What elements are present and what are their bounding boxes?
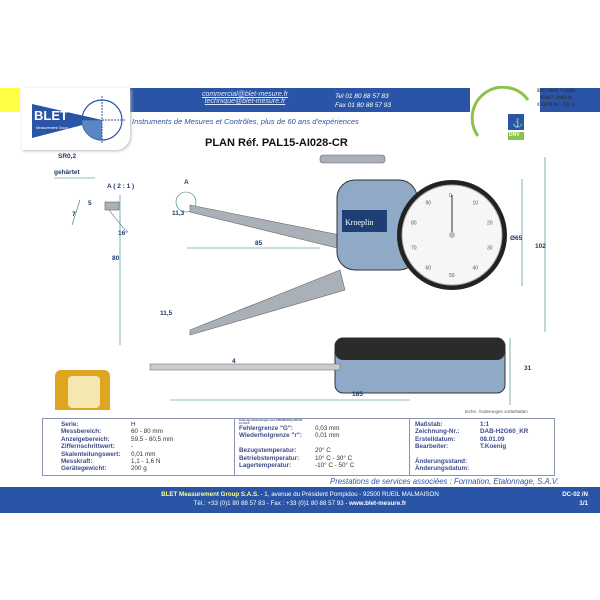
dial-number: 90 [425,201,431,207]
tolerance-value: 20° C [315,447,331,455]
dial-number: 30 [487,245,493,251]
tolerance-value: -10° C - 50° C [315,462,355,470]
tolerance-label: Betriebstemperatur: [239,454,300,462]
services-text: Prestations de services associées : Form… [330,477,559,486]
spec-label: Serie: [61,421,79,428]
spec-label: Skalenteilungswert: [61,450,121,458]
spec-value: 59,5 - 80,5 mm [131,435,174,443]
tolerance-value: 10° C - 30° C [315,454,353,462]
dim-4: 4 [232,358,236,365]
spec-label: Ziffernschrittwert: [61,443,115,451]
dim-85: 85 [255,240,263,247]
dim-102: 102 [535,243,546,250]
header-band: commercial@blet-mesure.fr technique@blet… [130,88,470,112]
page-number: 1/1 [579,499,588,507]
drawing-info-label [415,451,469,458]
angle-label: 16° [118,229,128,237]
tagline: Instruments de Mesures et Contrôles, plu… [132,117,359,126]
drawing-info-value: 1:1 [480,421,490,428]
yellow-accent [0,88,20,112]
detail-ref-label: A [184,179,189,186]
drawing-info-label: Erstelldatum: [415,435,456,443]
email-commercial-link[interactable]: commercial@blet-mesure.fr [201,91,289,98]
footer-website-link[interactable]: www.blet-mesure.fr [349,499,407,507]
technical-drawing: Kroeplin 90 0 10 20 30 40 50 60 70 80 SR0,2 gehär… [54,153,546,410]
tip-insert-3d-icon [55,370,110,410]
dim-185: 185 [352,391,363,398]
iso-line: COFRAC-QUA [537,102,575,108]
drawing-info-value: 08.01.09 [480,435,505,443]
detail-label: A ( 2 : 1 ) [107,183,134,190]
footer-company: BLET Measurement Group S.A.S. [161,491,259,498]
iso-line: 41667-2000-fr [539,95,573,101]
tolerance-value: 0,03 mm [315,425,340,432]
dial-number: 40 [473,265,479,271]
spec-value: 60 - 80 mm [131,428,163,436]
logo-graphic-icon [32,96,126,144]
change-note: techn. Änderungen vorbehalten [465,409,528,414]
spec-label: Gerätegewicht: [61,465,107,473]
drawing-info-value: T.Koenig [480,443,507,451]
logo-subtext: Measurement Group [36,126,69,130]
email-technique-link[interactable]: technique@blet-mesure.fr [204,98,286,105]
drawing-info-label: Maßstab: [415,421,443,428]
tolerance-value: 0,01 mm [315,432,340,440]
dial-number: 60 [425,265,431,271]
dim-11-5: 11,5 [160,310,173,317]
tolerance-label: Wiederholgrenze "r": [239,432,302,440]
blet-logo: BLET Measurement Group [22,88,130,150]
dial-number: 80 [411,221,417,227]
spec-value: 1,1 - 1,6 N [131,458,161,466]
dim-dial: Ø65 [510,235,523,242]
tolerance-label: Lagertemperatur: [239,462,292,470]
dial-number: 70 [411,245,417,251]
tolerance-label: Fehlergrenze "G": [239,425,293,432]
drawing-info-label: Änderungsdatum: [415,465,470,473]
spec-table: Serie:Messbereich:Anzeigebereich:Ziffern… [42,418,555,476]
spec-label: Messbereich: [61,428,102,436]
dim-31: 31 [524,365,532,372]
spec-value: - [131,443,134,451]
doc-code: DC-02 /N [562,491,588,498]
spec-value: 200 g [131,465,147,473]
drawing-info-value [480,458,528,465]
dim-7: 7 [72,211,76,218]
tip-radius-label: SR0,2 [58,153,76,160]
header-band-right [540,88,600,112]
phone: Tel 01 80 88 57 83 [335,93,389,100]
svg-text:⚓: ⚓ [512,117,523,128]
drawing-info-label: Bearbeiter: [415,443,449,451]
dial-number: 0 [449,193,452,199]
iso-certification-seal: ⚓ DNV [470,85,536,148]
fax: Fax 01 80 88 57 93 [335,102,392,109]
dnv-label: DNV [509,132,520,138]
iso-line: ISO 9001 V2008 [537,88,576,94]
dial-number: 20 [487,221,493,227]
dim-11-3: 11,3 [172,210,185,217]
tolerance-heading: Zulässige Abweichungen nach VDI/VDE/DGQ … [239,419,303,425]
dial-number: 10 [473,201,479,207]
spec-label: Anzeigebereich: [61,435,110,443]
footer: BLET Measurement Group S.A.S. - 1, avenu… [0,487,600,513]
tip-note-label: gehärtet [54,169,80,176]
drawing-info-label: Änderungsstand: [415,458,468,466]
iso-text: ISO 9001 V2008 41667-2000-fr COFRAC-QUA [537,88,575,109]
tolerance-label [239,440,302,447]
drawing-info-label: Zeichnung-Nr.: [415,428,460,436]
spec-label: Messkraft: [61,458,93,466]
page-title: PLAN Réf. PAL15-AI028-CR [205,137,348,149]
dim-80: 80 [112,255,120,262]
footer-contact: Tél.: +33 (0)1 80 88 57 83 - Fax : +33 (… [193,499,350,507]
brand-label: Kroeplin [345,218,373,227]
drawing-info-value: DAB-H2G60_KR [480,428,529,436]
drawing-info-value [480,451,528,458]
dim-5: 5 [88,200,92,207]
tolerance-label: Bezugstemperatur: [239,447,297,455]
dial-number: 50 [449,273,455,279]
logo-text: BLET [34,108,68,123]
drawing-info-value [480,465,528,472]
spec-value: H [131,421,136,428]
footer-address: - 1, avenue du Président Pompidou - 9250… [258,491,439,498]
spec-value: 0,01 mm [131,450,156,458]
